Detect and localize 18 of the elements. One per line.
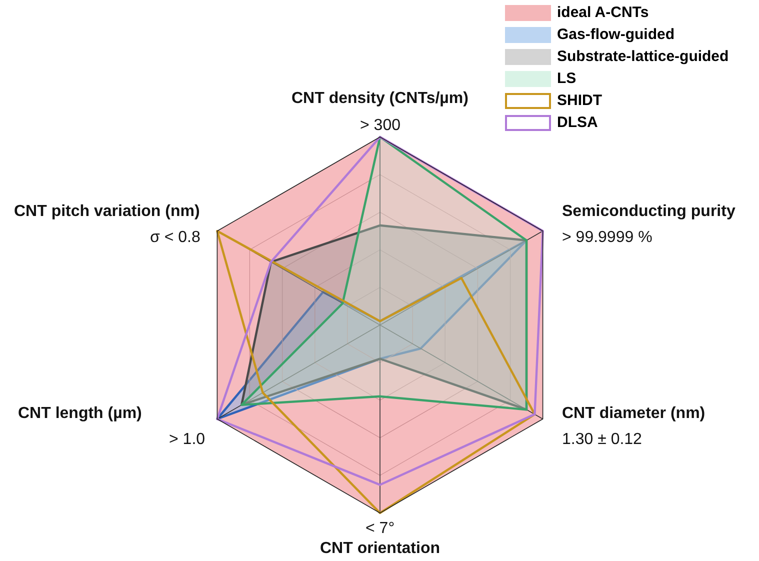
axis-title: CNT pitch variation (nm)	[14, 203, 200, 221]
axis-title: CNT density (CNTs/µm)	[292, 90, 468, 108]
legend-label: DLSA	[557, 114, 598, 131]
legend-label: Substrate-lattice-guided	[557, 48, 729, 65]
axis-value: < 7°	[366, 520, 395, 538]
axis-title: CNT orientation	[320, 540, 440, 558]
axis-title: CNT diameter (nm)	[562, 405, 706, 423]
axis-title: CNT length (µm)	[18, 405, 142, 423]
axis-value: > 1.0	[169, 431, 206, 449]
legend-label: ideal A-CNTs	[557, 4, 649, 21]
axis-value: 1.30 ± 0.12	[562, 431, 642, 449]
axis-value: σ < 0.8	[150, 229, 200, 247]
axis-title: Semiconducting purity	[562, 203, 736, 221]
legend-label: SHIDT	[557, 92, 602, 109]
axis-value: > 300	[360, 117, 400, 135]
axis-value: > 99.9999 %	[562, 229, 652, 247]
legend-label: Gas-flow-guided	[557, 26, 674, 43]
legend-label: LS	[557, 70, 576, 87]
